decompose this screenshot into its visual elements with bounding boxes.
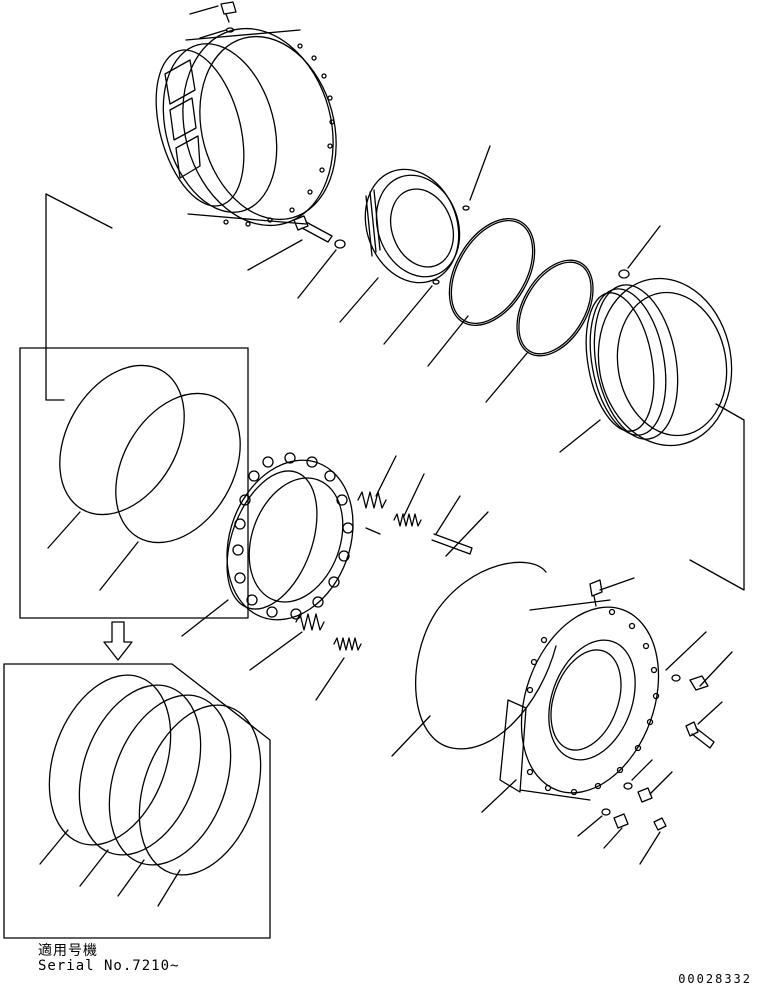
leader-line	[100, 542, 138, 590]
short-bolt	[614, 814, 628, 828]
serial-number-caption: Serial No.7210~	[38, 958, 180, 974]
leader-line	[690, 404, 744, 590]
leader-line	[118, 860, 144, 896]
leader-line	[340, 278, 378, 322]
leader-line	[632, 760, 652, 780]
spring-small	[394, 514, 421, 526]
hex-plug	[690, 676, 708, 690]
leader-line	[470, 146, 490, 200]
housing-holes	[528, 610, 659, 795]
leader-line	[316, 658, 344, 700]
washer	[335, 240, 345, 248]
ring-c	[87, 678, 252, 882]
ring-b	[57, 668, 222, 872]
leader-line	[486, 352, 528, 402]
leader-line	[628, 226, 660, 268]
washer	[602, 809, 610, 815]
leader-line	[404, 474, 424, 516]
flange-bolt	[654, 818, 666, 830]
leader-line	[40, 830, 68, 864]
housing-bolt	[294, 216, 332, 242]
housing-bolt-holes	[224, 44, 334, 226]
pin	[433, 280, 439, 284]
ring-a	[27, 658, 192, 862]
applicable-model-caption: 適用号機	[38, 943, 98, 959]
leader-line	[46, 194, 112, 228]
cover-ring	[576, 268, 744, 456]
leader-line	[428, 316, 468, 366]
leader-line	[666, 632, 706, 670]
leader-line	[46, 194, 64, 400]
leader-line	[436, 496, 460, 534]
o-ring-1	[432, 204, 552, 340]
leader-line	[482, 780, 516, 812]
o-ring-2	[501, 247, 608, 369]
leader-line	[250, 632, 302, 670]
leader-line	[640, 832, 660, 864]
detail-box-1	[20, 348, 248, 618]
brake-piston	[206, 442, 375, 637]
snap-ring-2	[90, 371, 265, 565]
leader-line	[650, 772, 672, 794]
leader-line	[600, 578, 634, 590]
spring-lower-1	[296, 614, 324, 630]
leader-line	[376, 456, 396, 496]
leader-line	[392, 716, 430, 756]
long-bolt	[686, 722, 714, 748]
o-ring-1-inner	[435, 207, 550, 338]
guide-pin	[432, 534, 472, 554]
leader-line	[578, 816, 602, 836]
drawing-number: 00028332	[678, 972, 752, 986]
leader-line	[48, 512, 80, 548]
leader-line	[698, 702, 722, 724]
short-bolt	[638, 788, 652, 802]
pin-small	[366, 528, 380, 534]
leader-line	[80, 850, 108, 886]
washer	[672, 675, 680, 681]
leader-line	[182, 600, 228, 636]
ring-gear-housing	[141, 12, 356, 243]
leader-line	[298, 250, 336, 298]
leader-line	[560, 420, 600, 452]
leader-line	[604, 828, 622, 848]
carrier-plate	[350, 156, 474, 296]
breather-plug	[590, 580, 602, 606]
leader-line	[700, 652, 732, 686]
snap-ring-1	[34, 343, 209, 537]
large-o-ring	[416, 562, 556, 749]
leader-line	[248, 240, 302, 270]
washer	[624, 783, 632, 789]
small-washer	[619, 270, 629, 278]
spring-holes	[233, 453, 353, 619]
leader-line	[158, 870, 180, 906]
spring-large	[358, 492, 386, 508]
leader-line	[384, 286, 432, 344]
pin	[463, 206, 469, 210]
o-ring-2-inner	[504, 250, 606, 367]
detail-box-2	[4, 664, 270, 938]
spring-lower-2	[334, 638, 361, 650]
ring-d	[117, 688, 282, 892]
brake-housing	[497, 588, 683, 812]
down-arrow-icon	[104, 622, 132, 660]
leader-line	[446, 512, 488, 556]
top-bolt	[190, 2, 236, 32]
leader-line	[200, 30, 226, 38]
